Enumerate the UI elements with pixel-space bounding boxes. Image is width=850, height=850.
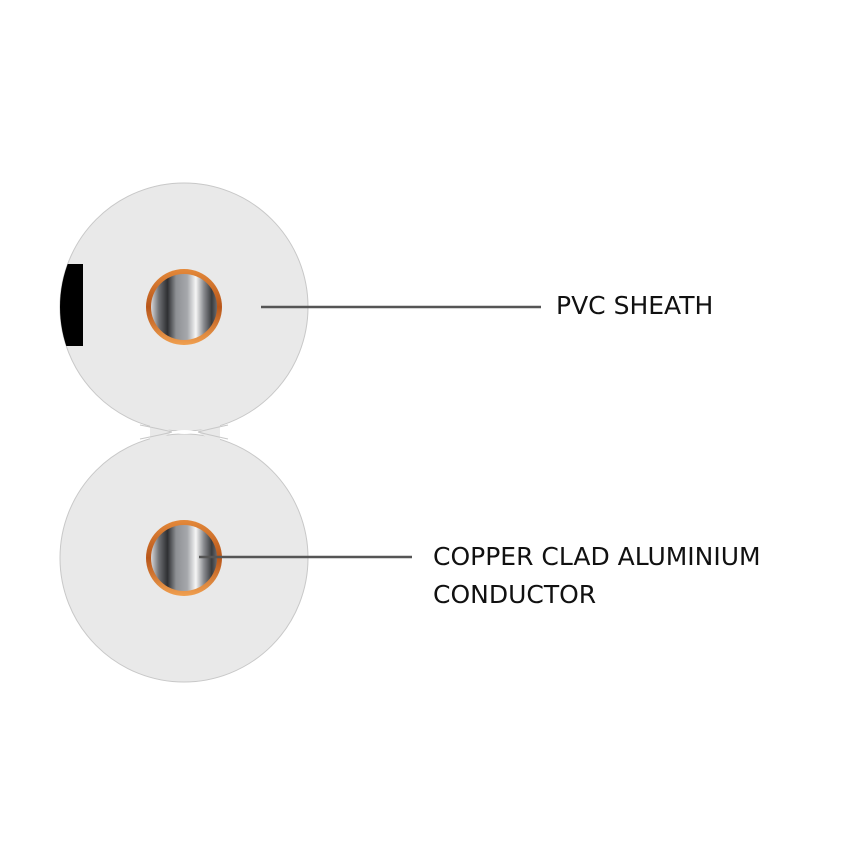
upper-conductor xyxy=(146,269,222,345)
pvc-sheath xyxy=(59,182,309,683)
polarity-marking-stripe xyxy=(60,264,83,346)
conductor-label: COPPER CLAD ALUMINIUM CONDUCTOR xyxy=(433,538,761,614)
pvc-sheath-label: PVC SHEATH xyxy=(556,291,714,320)
conductor-label-line2: CONDUCTOR xyxy=(433,580,597,609)
conductor-label-line1: COPPER CLAD ALUMINIUM xyxy=(433,542,761,571)
lower-conductor xyxy=(146,520,222,596)
